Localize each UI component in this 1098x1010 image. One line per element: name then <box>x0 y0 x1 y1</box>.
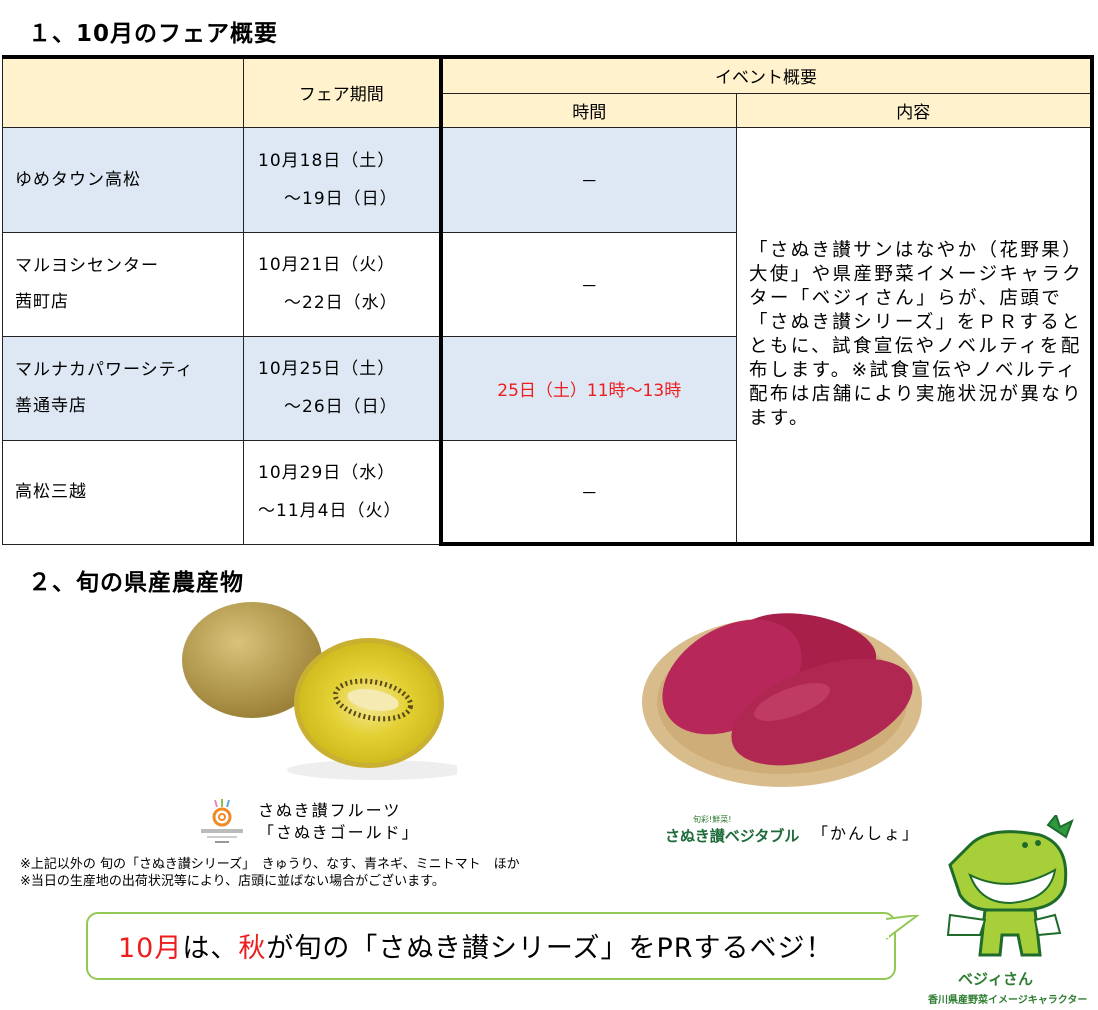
note-line: ※上記以外の 旬の「さぬき讃シリーズ」 きゅうり、なす、青ネギ、ミニトマト ほか <box>20 857 520 872</box>
event-time: － <box>438 439 737 546</box>
store-name: マルナカパワーシティ善通寺店 <box>2 335 244 441</box>
section1-title: １、10月のフェア概要 <box>28 21 279 47</box>
store-name: 高松三越 <box>2 439 244 545</box>
section2-title: ２、旬の県産農産物 <box>28 570 244 596</box>
fair-period: 10月29日（水）～11月4日（火） <box>243 439 441 545</box>
header-store <box>2 55 244 128</box>
bubble-text: 10月は、秋が旬の「さぬき讃シリーズ」をPRするベジ！ <box>118 933 834 964</box>
character-subtitle: 香川県産野菜イメージキャラクター <box>928 995 1088 1006</box>
store-name: ゆめタウン高松 <box>2 126 244 233</box>
fruit-caption: さぬき讃フルーツ 「さぬきゴールド」 <box>258 800 420 844</box>
sanuki-vegetable-logo: 旬彩!鮮菜! さぬき讃ベジタブル <box>665 814 805 850</box>
veg-brand-tag: 旬彩!鮮菜! <box>693 815 732 824</box>
fair-period: 10月21日（火）～22日（水） <box>243 231 441 337</box>
fair-period: 10月25日（土）～26日（日） <box>243 335 441 441</box>
fair-period: 10月18日（土）～19日（日） <box>243 126 441 233</box>
sweet-potato-image <box>642 613 922 787</box>
event-time: － <box>438 126 737 233</box>
fair-table: フェア期間 イベント概要 時間 内容 ゆめタウン高松 10月18日（土）～19日… <box>2 55 1094 546</box>
header-event: イベント概要 <box>438 55 1094 94</box>
note-line: ※当日の生産地の出荷状況等により、店頭に並ばない場合がございます。 <box>20 874 445 889</box>
vegi-san-character <box>946 815 1074 957</box>
header-period: フェア期間 <box>243 55 441 128</box>
notes: ※上記以外の 旬の「さぬき讃シリーズ」 きゅうり、なす、青ネギ、ミニトマト ほか… <box>20 856 520 890</box>
veg-brand: さぬき讃ベジタブル <box>665 827 800 845</box>
vegetable-name: 「かんしょ」 <box>812 824 921 843</box>
header-time: 時間 <box>438 92 737 128</box>
table-row: 高松三越 10月29日（水）～11月4日（火） － <box>2 439 1092 546</box>
event-time: 25日（土）11時～13時 <box>438 335 737 441</box>
store-name: マルヨシセンター茜町店 <box>2 231 244 337</box>
golden-kiwi-image <box>182 602 457 780</box>
bubble-tail-icon <box>886 915 920 940</box>
fruit-brand: さぬき讃フルーツ <box>258 801 402 820</box>
character-name: ベジィさん <box>958 970 1034 988</box>
event-content: 「さぬき讃サンはなやか（花野果）大使」や県産野菜イメージキャラクター「ベジィさん… <box>736 126 1094 546</box>
table-row: マルヨシセンター茜町店 10月21日（火）～22日（水） － <box>2 231 1092 337</box>
table-row: マルナカパワーシティ善通寺店 10月25日（土）～26日（日） 25日（土）11… <box>2 335 1092 441</box>
sanuki-fruit-logo <box>201 799 243 843</box>
speech-bubble: 10月は、秋が旬の「さぬき讃シリーズ」をPRするベジ！ <box>86 912 896 980</box>
header-content: 内容 <box>736 92 1094 128</box>
event-time: － <box>438 231 737 337</box>
fruit-name: 「さぬきゴールド」 <box>258 823 420 842</box>
table-row: ゆめタウン高松 10月18日（土）～19日（日） － 「さぬき讃サンはなやか（花… <box>2 126 1094 546</box>
